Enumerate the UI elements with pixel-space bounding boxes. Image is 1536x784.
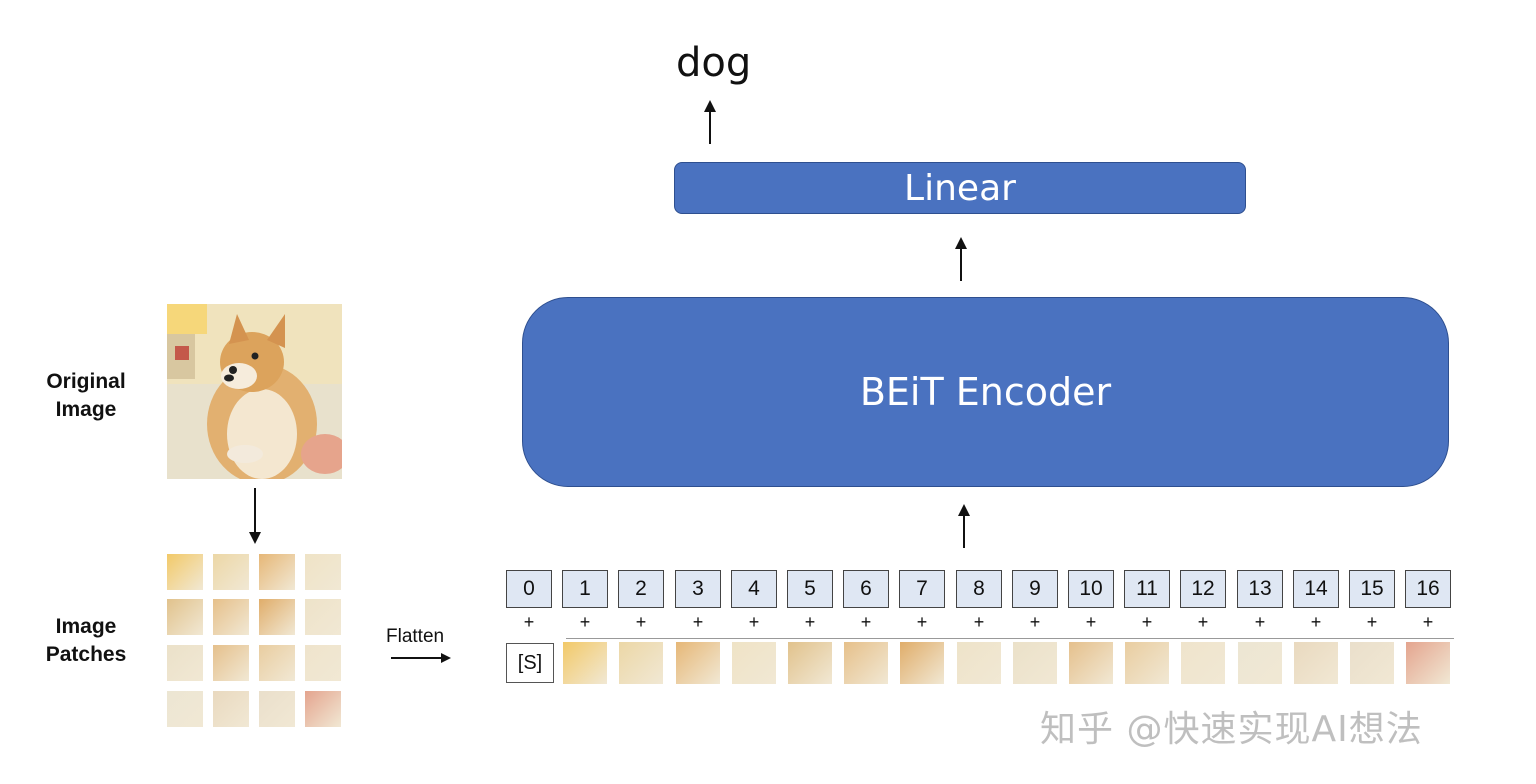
position-embedding: 6 bbox=[843, 570, 889, 608]
flattened-patch bbox=[788, 642, 832, 684]
plus-sign: + bbox=[1254, 612, 1266, 632]
plus-sign: + bbox=[1310, 612, 1322, 632]
position-embedding: 16 bbox=[1405, 570, 1451, 608]
position-embedding: 15 bbox=[1349, 570, 1395, 608]
plus-sign: + bbox=[523, 612, 535, 632]
plus-sign: + bbox=[1141, 612, 1153, 632]
position-label: 7 bbox=[916, 577, 928, 600]
flattened-patch bbox=[619, 642, 663, 684]
flattened-patch bbox=[676, 642, 720, 684]
position-label: 1 bbox=[579, 577, 591, 600]
position-label: 12 bbox=[1191, 577, 1215, 600]
image-patch bbox=[167, 645, 203, 681]
image-patch bbox=[259, 554, 295, 590]
flattened-patch bbox=[1125, 642, 1169, 684]
plus-sign: + bbox=[1085, 612, 1097, 632]
position-embedding: 4 bbox=[731, 570, 777, 608]
output-label: dog bbox=[676, 40, 752, 86]
image-patches-label: Image Patches bbox=[45, 615, 127, 666]
image-patch bbox=[167, 554, 203, 590]
position-embedding: 9 bbox=[1012, 570, 1058, 608]
position-embedding: 8 bbox=[956, 570, 1002, 608]
divider-line bbox=[566, 638, 1454, 639]
position-label: 4 bbox=[748, 577, 760, 600]
image-patch bbox=[305, 691, 341, 727]
plus-sign: + bbox=[804, 612, 816, 632]
plus-sign: + bbox=[1366, 612, 1378, 632]
flattened-patch bbox=[1069, 642, 1113, 684]
flattened-patch bbox=[957, 642, 1001, 684]
position-label: 16 bbox=[1416, 577, 1440, 600]
position-embedding: 13 bbox=[1237, 570, 1283, 608]
beit-encoder-block: BEiT Encoder bbox=[522, 297, 1449, 487]
image-patch bbox=[213, 645, 249, 681]
position-embedding: 1 bbox=[562, 570, 608, 608]
encoder-label: BEiT Encoder bbox=[859, 370, 1112, 414]
original-image-label: Original Image bbox=[46, 370, 126, 421]
image-patch bbox=[305, 645, 341, 681]
image-patch bbox=[213, 691, 249, 727]
plus-sign: + bbox=[916, 612, 928, 632]
plus-sign: + bbox=[635, 612, 647, 632]
image-patch bbox=[167, 691, 203, 727]
position-label: 13 bbox=[1248, 577, 1272, 600]
position-embedding: 7 bbox=[899, 570, 945, 608]
flattened-patch bbox=[1013, 642, 1057, 684]
position-embedding: 5 bbox=[787, 570, 833, 608]
image-patch bbox=[305, 599, 341, 635]
special-token: [S] bbox=[506, 643, 554, 683]
plus-sign: + bbox=[748, 612, 760, 632]
position-label: 8 bbox=[973, 577, 985, 600]
plus-sign: + bbox=[579, 612, 591, 632]
flatten-label: Flatten bbox=[386, 626, 445, 647]
image-patch bbox=[259, 691, 295, 727]
original-dog-image bbox=[167, 304, 342, 479]
flattened-patch bbox=[1350, 642, 1394, 684]
flattened-patch bbox=[900, 642, 944, 684]
plus-sign: + bbox=[1422, 612, 1434, 632]
position-embedding: 3 bbox=[675, 570, 721, 608]
plus-sign: + bbox=[692, 612, 704, 632]
image-patch bbox=[213, 554, 249, 590]
flattened-patch bbox=[1181, 642, 1225, 684]
dog-picture bbox=[167, 304, 342, 479]
image-patch bbox=[167, 599, 203, 635]
position-embedding: 11 bbox=[1124, 570, 1170, 608]
linear-layer: Linear bbox=[674, 162, 1246, 214]
plus-sign: + bbox=[1197, 612, 1209, 632]
position-embedding: 12 bbox=[1180, 570, 1226, 608]
flattened-patch bbox=[1294, 642, 1338, 684]
flattened-patch bbox=[563, 642, 607, 684]
special-token-label: [S] bbox=[517, 651, 543, 674]
position-label: 14 bbox=[1304, 577, 1328, 600]
linear-label: Linear bbox=[904, 167, 1016, 209]
position-label: 2 bbox=[635, 577, 647, 600]
position-embedding: 0 bbox=[506, 570, 552, 608]
image-patch bbox=[259, 599, 295, 635]
image-patch bbox=[259, 645, 295, 681]
image-patch bbox=[213, 599, 249, 635]
position-label: 15 bbox=[1360, 577, 1384, 600]
plus-sign: + bbox=[1029, 612, 1041, 632]
position-label: 3 bbox=[692, 577, 704, 600]
position-embedding: 10 bbox=[1068, 570, 1114, 608]
position-label: 6 bbox=[860, 577, 872, 600]
watermark: 知乎 @快速实现AI想法 bbox=[1040, 709, 1423, 750]
flattened-patch bbox=[1238, 642, 1282, 684]
position-embedding: 14 bbox=[1293, 570, 1339, 608]
position-label: 0 bbox=[523, 577, 535, 600]
position-label: 9 bbox=[1029, 577, 1041, 600]
position-embedding: 2 bbox=[618, 570, 664, 608]
flattened-patch bbox=[732, 642, 776, 684]
plus-sign: + bbox=[973, 612, 985, 632]
plus-sign: + bbox=[860, 612, 872, 632]
position-label: 11 bbox=[1136, 577, 1158, 600]
flattened-patch bbox=[844, 642, 888, 684]
image-patch bbox=[305, 554, 341, 590]
flattened-patch bbox=[1406, 642, 1450, 684]
position-label: 10 bbox=[1079, 577, 1103, 600]
position-label: 5 bbox=[804, 577, 816, 600]
